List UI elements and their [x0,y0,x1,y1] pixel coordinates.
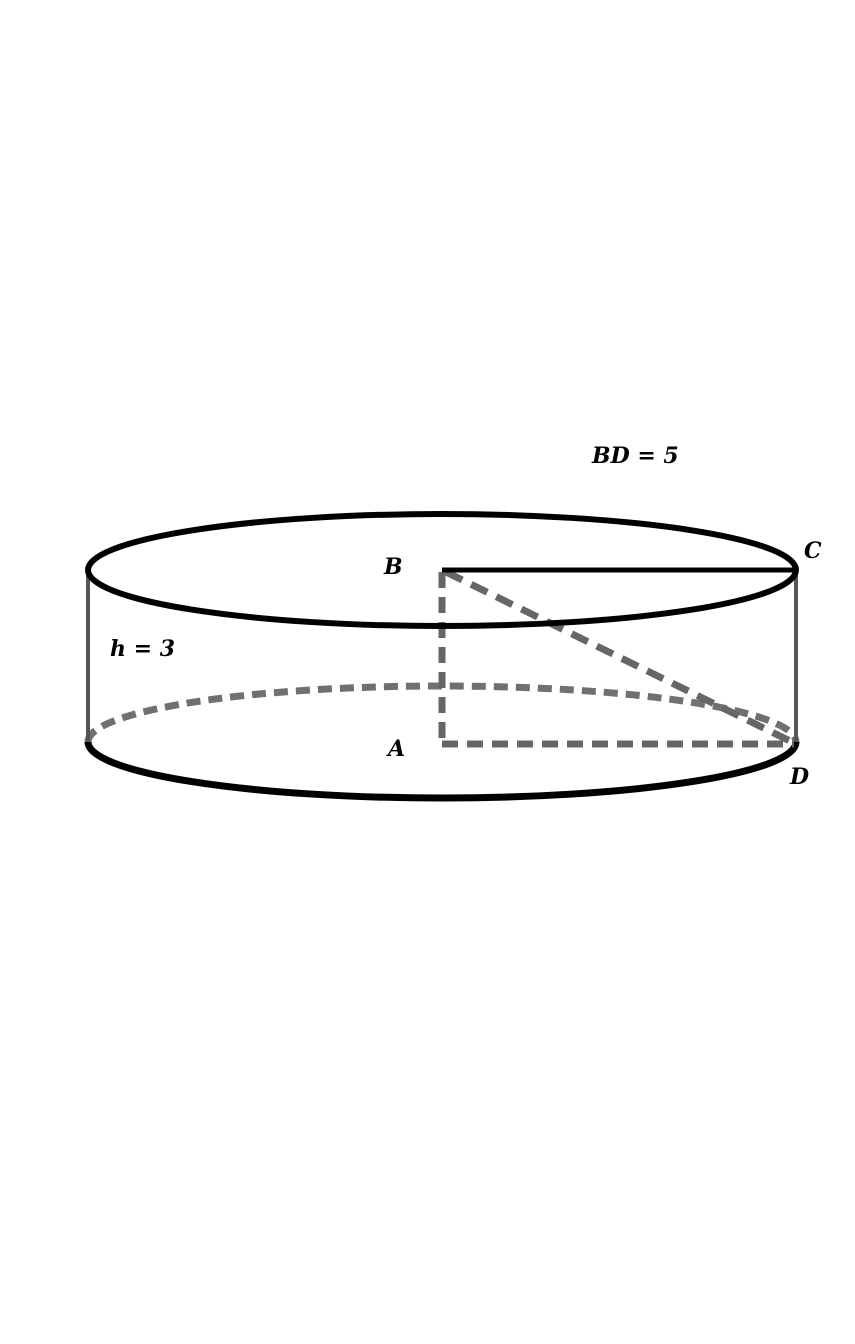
label-height: h = 3 [110,636,175,662]
label-d: D [789,764,809,790]
bottom-ellipse-back-arc [84,682,800,743]
label-bd-length: BD = 5 [591,443,679,469]
label-c: C [804,538,822,564]
segment-bd-diagonal [444,568,794,746]
bottom-ellipse-front-arc [84,741,800,802]
label-b: B [383,554,403,580]
label-a: A [386,736,405,762]
